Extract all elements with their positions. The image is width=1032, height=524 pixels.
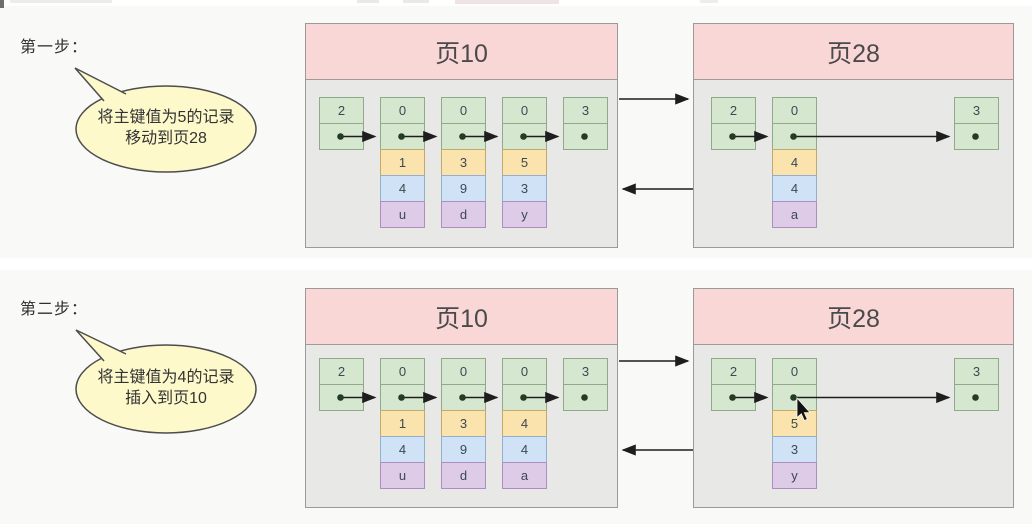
record-type-cell: 3	[563, 358, 608, 385]
record-type-cell: 2	[319, 97, 364, 124]
record-col2-cell: 3	[772, 436, 817, 463]
record-type-cell: 2	[319, 358, 364, 385]
record-pointer-cell	[441, 123, 486, 150]
record-pointer-cell	[502, 384, 547, 411]
record-type-cell: 2	[711, 97, 756, 124]
record-type-cell: 0	[380, 358, 425, 385]
record-col3-cell: a	[772, 201, 817, 228]
record-pointer-cell	[563, 384, 608, 411]
record-type-cell: 0	[772, 358, 817, 385]
step1-bubble-text: 将主键值为5的记录 移动到页28	[76, 107, 256, 149]
step2-bubble-text: 将主键值为4的记录 插入到页10	[76, 367, 256, 409]
record-col3-cell: u	[380, 201, 425, 228]
record-col2-cell: 9	[441, 436, 486, 463]
bubble-line: 移动到页28	[125, 130, 207, 147]
infimum-record-column: 2	[319, 97, 364, 150]
record-column: 0 1 4 u	[380, 358, 425, 489]
record-key-cell: 1	[380, 410, 425, 437]
screen-edge-fragment	[10, 0, 112, 3]
record-pointer-cell	[563, 123, 608, 150]
step2-page10-header: 页10	[306, 289, 617, 345]
page-title: 页28	[827, 304, 880, 333]
supremum-record-column: 3	[954, 358, 999, 411]
step1-page28: 页28 2 0 4 4 a 3	[693, 23, 1014, 248]
record-type-cell: 3	[954, 97, 999, 124]
record-column: 0 1 4 u	[380, 97, 425, 228]
record-key-cell: 5	[772, 410, 817, 437]
step2-page10: 页10 2 0 1 4 u 0 3 9 d 0 4 4 a 3	[305, 288, 618, 508]
record-pointer-cell	[502, 123, 547, 150]
record-column: 0 5 3 y	[772, 358, 817, 489]
record-type-cell: 0	[441, 358, 486, 385]
supremum-record-column: 3	[954, 97, 999, 150]
record-pointer-cell	[711, 123, 756, 150]
record-key-cell: 4	[502, 410, 547, 437]
record-key-cell: 3	[441, 410, 486, 437]
record-type-cell: 3	[954, 358, 999, 385]
supremum-record-column: 3	[563, 97, 608, 150]
record-col3-cell: d	[441, 462, 486, 489]
record-col3-cell: a	[502, 462, 547, 489]
record-pointer-cell	[954, 123, 999, 150]
record-col2-cell: 9	[441, 175, 486, 202]
record-pointer-cell	[711, 384, 756, 411]
record-key-cell: 1	[380, 149, 425, 176]
infimum-record-column: 2	[711, 358, 756, 411]
record-pointer-cell	[319, 384, 364, 411]
record-type-cell: 0	[380, 97, 425, 124]
step1-page10-header: 页10	[306, 24, 617, 80]
bubble-line: 将主键值为4的记录	[97, 369, 235, 386]
record-pointer-cell	[772, 384, 817, 411]
record-type-cell: 0	[502, 358, 547, 385]
screen-edge-fragment	[0, 0, 4, 8]
page-title: 页28	[827, 39, 880, 68]
record-column: 0 3 9 d	[441, 358, 486, 489]
screen-edge-fragment	[403, 0, 429, 3]
record-col3-cell: y	[772, 462, 817, 489]
step1-page10: 页10 2 0 1 4 u 0 3 9 d 0 5 3 y 3	[305, 23, 618, 248]
record-col3-cell: d	[441, 201, 486, 228]
record-pointer-cell	[954, 384, 999, 411]
page-title: 页10	[435, 39, 488, 68]
record-col3-cell: u	[380, 462, 425, 489]
record-pointer-cell	[380, 123, 425, 150]
record-col2-cell: 3	[502, 175, 547, 202]
record-pointer-cell	[380, 384, 425, 411]
record-col2-cell: 4	[380, 175, 425, 202]
step2-label: 第二步：	[20, 301, 89, 318]
record-key-cell: 3	[441, 149, 486, 176]
record-type-cell: 3	[563, 97, 608, 124]
step2-page28-header: 页28	[694, 289, 1013, 345]
record-column: 0 4 4 a	[772, 97, 817, 228]
screen-edge-fragment	[357, 0, 379, 3]
record-col2-cell: 4	[380, 436, 425, 463]
record-key-cell: 4	[772, 149, 817, 176]
screen-edge-fragment	[700, 0, 718, 3]
bubble-line: 插入到页10	[125, 390, 207, 407]
record-pointer-cell	[772, 123, 817, 150]
page-title: 页10	[435, 304, 488, 333]
record-type-cell: 0	[502, 97, 547, 124]
record-key-cell: 5	[502, 149, 547, 176]
record-pointer-cell	[319, 123, 364, 150]
record-col2-cell: 4	[772, 175, 817, 202]
infimum-record-column: 2	[711, 97, 756, 150]
step1-page28-header: 页28	[694, 24, 1013, 80]
bubble-line: 将主键值为5的记录	[97, 109, 235, 126]
step2-page28: 页28 2 0 5 3 y 3	[693, 288, 1014, 508]
record-column: 0 5 3 y	[502, 97, 547, 228]
step1-label: 第一步：	[20, 39, 89, 56]
record-pointer-cell	[441, 384, 486, 411]
record-column: 0 3 9 d	[441, 97, 486, 228]
screen-edge-fragment	[455, 0, 559, 4]
record-column: 0 4 4 a	[502, 358, 547, 489]
record-type-cell: 0	[772, 97, 817, 124]
record-col3-cell: y	[502, 201, 547, 228]
infimum-record-column: 2	[319, 358, 364, 411]
record-type-cell: 2	[711, 358, 756, 385]
record-col2-cell: 4	[502, 436, 547, 463]
record-type-cell: 0	[441, 97, 486, 124]
supremum-record-column: 3	[563, 358, 608, 411]
